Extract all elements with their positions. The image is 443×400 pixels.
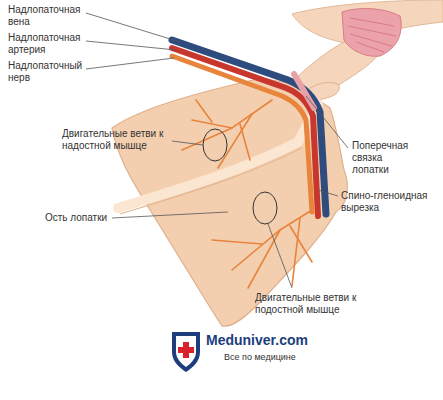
branch-label: Двигательные ветви к подостной мышце (255, 292, 367, 316)
vessel-label: Надлопаточная вена (8, 4, 88, 28)
infraspinatus-branches (212, 210, 312, 288)
scapular-spine (118, 104, 318, 208)
acromioclavicular-ligament (342, 9, 401, 57)
branch-label: Двигательные ветви к надостной мышце (62, 128, 170, 152)
suprascapular-nerve (172, 56, 312, 212)
scapular-spine-shadow (120, 148, 302, 214)
transverse-ligament (294, 74, 314, 108)
logo-shield (172, 332, 200, 372)
watermark: Все по медицине (224, 352, 296, 363)
suprascapular-vein (172, 40, 326, 214)
supraspinatus-branches (182, 100, 272, 168)
notch-label: Спино-гленоидная вырезка (341, 190, 439, 214)
vessel-label: Надлопаточная артерия (8, 32, 88, 56)
nerve-label: Надлопаточный нерв (8, 60, 88, 84)
branch-circle (203, 129, 227, 161)
suprascapular-artery (172, 48, 318, 216)
ligament-label: Поперечная связка лопатки (352, 140, 416, 176)
watermark: Meduniver.com (206, 332, 308, 348)
branch-circle (253, 192, 277, 224)
bone-label: Ость лопатки (45, 212, 115, 224)
